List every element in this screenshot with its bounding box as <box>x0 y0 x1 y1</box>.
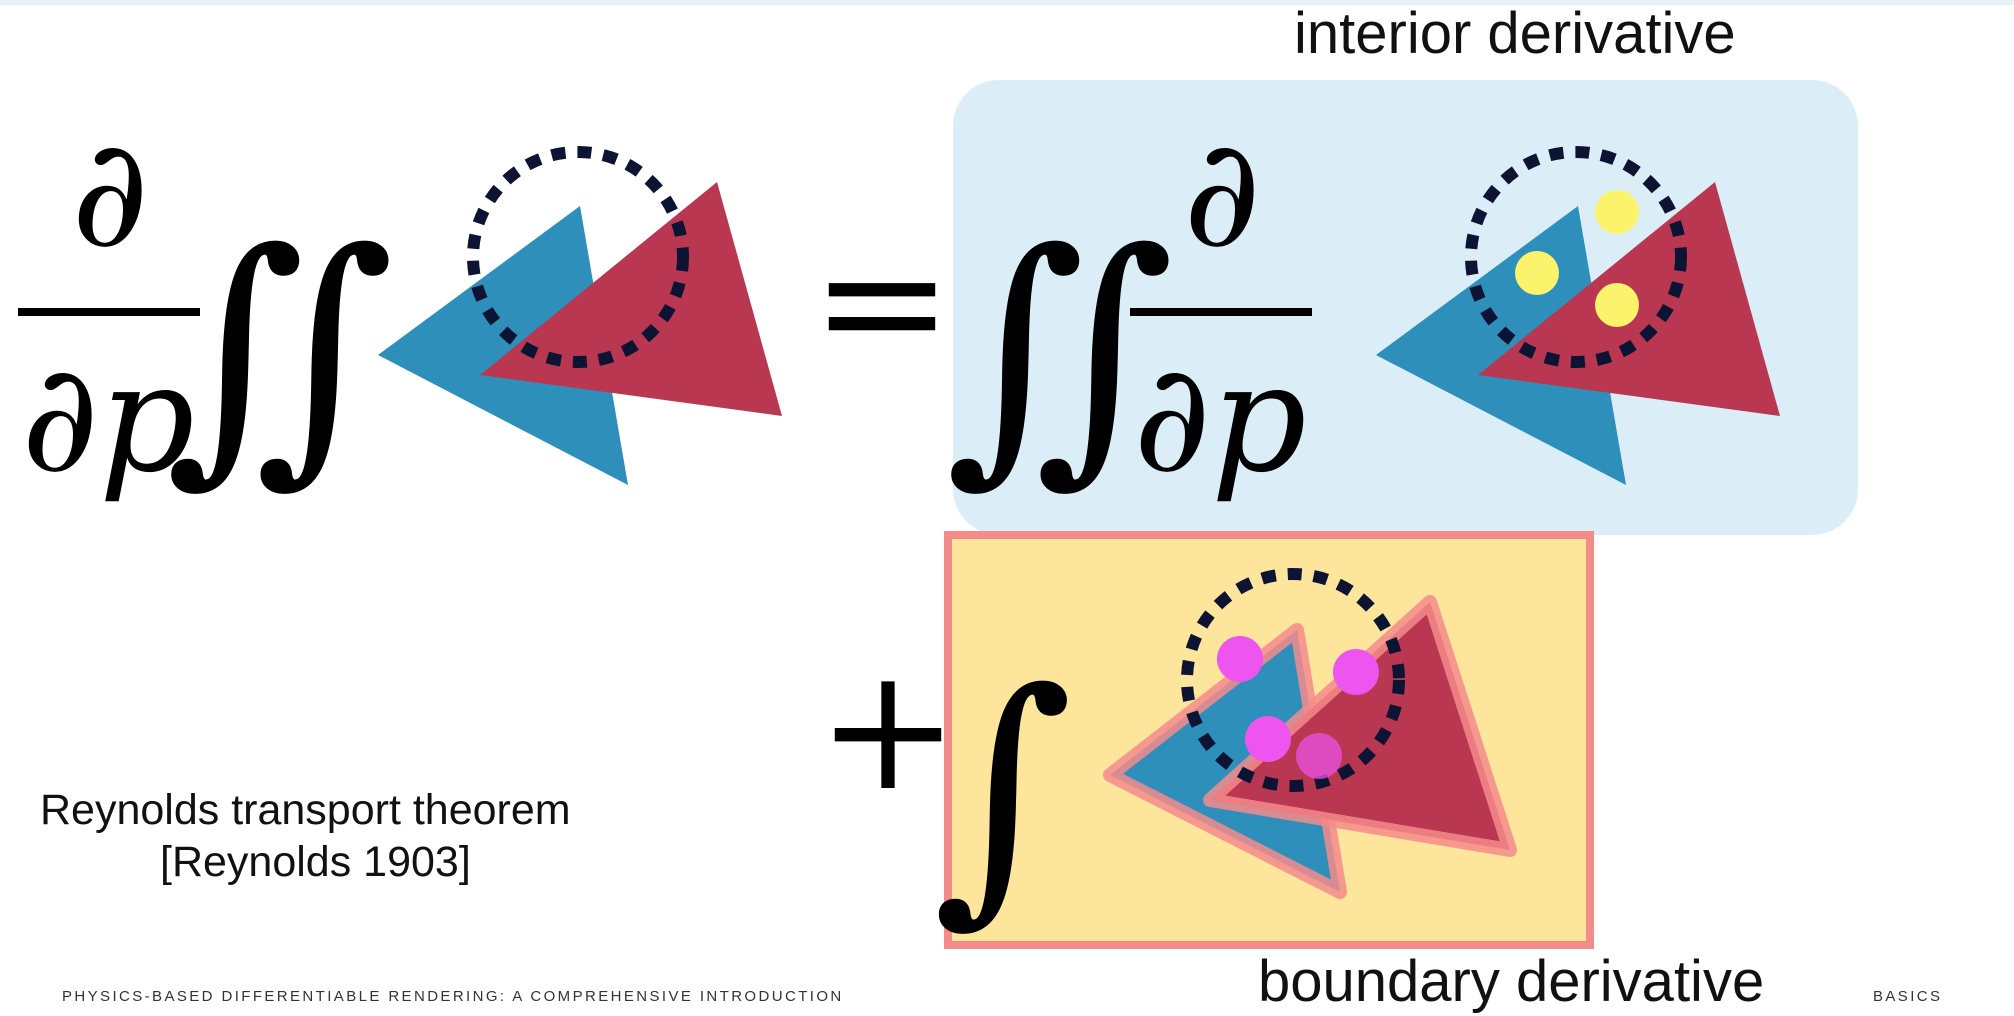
dotted-circle <box>1465 146 1687 368</box>
interior-derivative-label: interior derivative <box>1294 1 1736 66</box>
blue-triangle <box>378 206 628 485</box>
interior-partial-denominator: ∂p <box>1133 332 1307 506</box>
boundary-integral: ∫ <box>933 634 1074 949</box>
footer-title: PHYSICS-BASED DIFFERENTIABLE RENDERING: … <box>62 988 844 1005</box>
top-strip <box>0 0 2014 5</box>
blue-triangle <box>1376 206 1626 485</box>
boundary-sample-dot <box>1245 716 1291 762</box>
interior-triangle-figure <box>1376 146 1780 485</box>
interior-double-integral: ∬ <box>945 194 1175 509</box>
interior-fraction-bar <box>1130 308 1312 316</box>
interior-derivative-box <box>953 80 1858 535</box>
dotted-circle <box>467 146 689 368</box>
theorem-citation: [Reynolds 1903] <box>160 838 471 886</box>
interior-sample-dot <box>1595 190 1639 234</box>
interior-sample-dot <box>1595 283 1639 327</box>
boundary-sample-dot <box>1217 636 1263 682</box>
dotted-circle <box>1181 568 1405 792</box>
interior-sample-dot <box>1515 251 1559 295</box>
lhs-fraction-bar <box>18 308 200 316</box>
interior-partial-numerator: ∂ <box>1183 107 1261 281</box>
boundary-sample-dot <box>1296 733 1342 779</box>
red-triangle <box>1203 595 1517 857</box>
theorem-name: Reynolds transport theorem <box>40 786 571 834</box>
boundary-sample-dot <box>1333 649 1379 695</box>
lhs-partial-numerator: ∂ <box>71 107 149 281</box>
plus-sign: + <box>817 631 959 829</box>
boundary-derivative-label: boundary derivative <box>1258 949 1765 1014</box>
lhs-double-integral: ∬ <box>165 194 395 509</box>
equals-sign: = <box>811 203 953 401</box>
lhs-triangle-figure <box>378 146 782 485</box>
lhs-partial-denominator: ∂p <box>21 332 195 506</box>
boundary-triangle-figure <box>1103 568 1517 899</box>
footer-section: BASICS <box>1873 988 1943 1005</box>
